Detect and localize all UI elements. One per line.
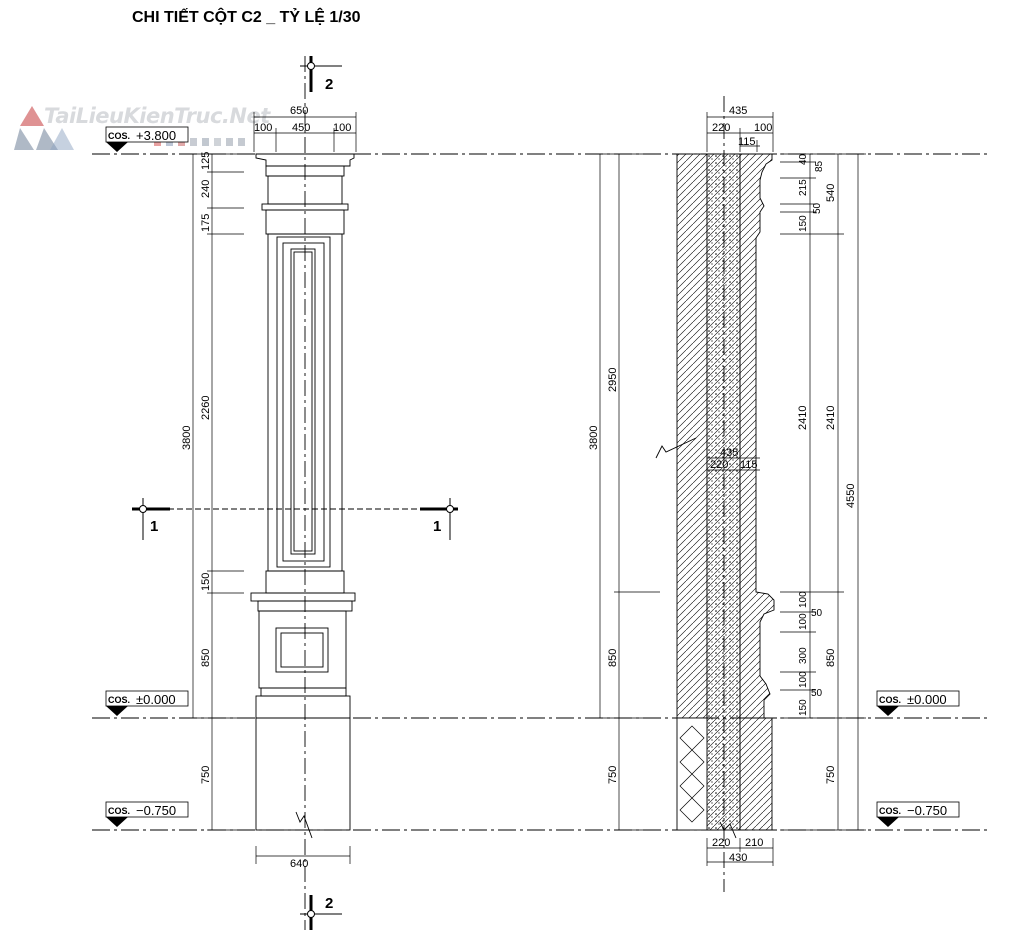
- svg-text:220: 220: [712, 837, 730, 849]
- level-marker-zero-right: COS. ±0.000: [876, 690, 960, 716]
- level-marker-bottom-right: COS. −0.750: [876, 801, 960, 827]
- svg-text:50: 50: [811, 688, 823, 699]
- elevation-left-dim-labels: 125 240 175 2260 150 850 750 3800: [181, 152, 212, 784]
- svg-text:40: 40: [798, 153, 809, 165]
- svg-text:COS.: COS.: [879, 695, 901, 705]
- svg-text:300: 300: [798, 647, 809, 664]
- dim-450: 450: [292, 122, 310, 134]
- svg-text:−0.750: −0.750: [136, 803, 176, 818]
- section-2-label-top: 2: [325, 76, 333, 93]
- section-mid-dimensions: [707, 457, 760, 471]
- svg-text:+3.800: +3.800: [136, 128, 176, 143]
- svg-text:240: 240: [200, 180, 212, 198]
- svg-text:435: 435: [720, 447, 738, 459]
- svg-text:COS.: COS.: [879, 806, 901, 816]
- svg-text:175: 175: [200, 214, 212, 232]
- svg-text:2260: 2260: [200, 396, 212, 420]
- section-right-dimensions: [780, 153, 866, 831]
- svg-text:435: 435: [729, 105, 747, 117]
- section-left-dim-labels: 2950 3800 850 750: [588, 368, 619, 784]
- section-bottom-dimensions: [706, 838, 774, 866]
- svg-text:115: 115: [738, 136, 756, 148]
- svg-text:2950: 2950: [607, 368, 619, 392]
- elevation-left-dimensions: [188, 153, 244, 831]
- section-mark-2: [300, 56, 342, 930]
- section-left-dimensions: [595, 153, 660, 831]
- svg-text:COS.: COS.: [108, 695, 130, 705]
- svg-text:150: 150: [798, 699, 809, 716]
- svg-text:3800: 3800: [588, 426, 600, 450]
- svg-text:125: 125: [200, 152, 212, 170]
- elevation-top-dimensions: [253, 112, 357, 152]
- column-section: [655, 96, 775, 892]
- section-right-dim-labels: 40 85 215 50 150 2410 100 50 100 300 100…: [797, 153, 857, 784]
- section-top-dimensions: [706, 112, 774, 152]
- svg-text:540: 540: [825, 184, 837, 202]
- section-2-label-bottom: 2: [325, 895, 333, 912]
- svg-text:430: 430: [729, 852, 747, 864]
- dim-640: 640: [290, 858, 308, 870]
- svg-text:220: 220: [710, 459, 728, 471]
- svg-text:2410: 2410: [797, 406, 809, 430]
- svg-text:85: 85: [814, 160, 825, 172]
- svg-text:115: 115: [740, 459, 758, 471]
- svg-text:50: 50: [812, 202, 823, 214]
- svg-text:3800: 3800: [181, 426, 193, 450]
- svg-text:50: 50: [811, 608, 823, 619]
- dim-100-left: 100: [254, 122, 272, 134]
- svg-text:215: 215: [798, 179, 809, 196]
- svg-text:±0.000: ±0.000: [136, 692, 176, 707]
- svg-text:850: 850: [825, 649, 837, 667]
- column-elevation: [250, 56, 356, 930]
- section-1-label-left: 1: [150, 518, 158, 535]
- svg-text:150: 150: [798, 215, 809, 232]
- svg-text:COS.: COS.: [108, 806, 130, 816]
- svg-text:COS.: COS.: [108, 131, 130, 141]
- svg-text:2410: 2410: [825, 406, 837, 430]
- section-mark-1: [132, 498, 458, 540]
- dim-100-right: 100: [333, 122, 351, 134]
- svg-text:100: 100: [798, 613, 809, 630]
- svg-text:4550: 4550: [845, 484, 857, 508]
- svg-text:750: 750: [825, 766, 837, 784]
- svg-text:100: 100: [798, 671, 809, 688]
- drawing-title: CHI TIẾT CỘT C2 _ TỶ LỆ 1/30: [132, 9, 361, 26]
- svg-text:850: 850: [607, 649, 619, 667]
- svg-text:850: 850: [200, 649, 212, 667]
- dim-650: 650: [290, 105, 308, 117]
- svg-text:100: 100: [798, 591, 809, 608]
- svg-text:750: 750: [607, 766, 619, 784]
- svg-text:−0.750: −0.750: [907, 803, 947, 818]
- svg-text:100: 100: [754, 122, 772, 134]
- svg-text:750: 750: [200, 766, 212, 784]
- svg-text:220: 220: [712, 122, 730, 134]
- svg-text:±0.000: ±0.000: [907, 692, 947, 707]
- level-marker-top: COS. +3.800: [105, 126, 189, 152]
- svg-text:210: 210: [745, 837, 763, 849]
- svg-text:150: 150: [200, 573, 212, 591]
- section-1-label-right: 1: [433, 518, 441, 535]
- elevation-bottom-dimension: [255, 846, 351, 864]
- level-marker-zero-left: COS. ±0.000: [105, 690, 189, 716]
- level-marker-bottom-left: COS. −0.750: [105, 801, 189, 827]
- watermark-text: TaiLieuKienTruc.Net: [44, 104, 270, 128]
